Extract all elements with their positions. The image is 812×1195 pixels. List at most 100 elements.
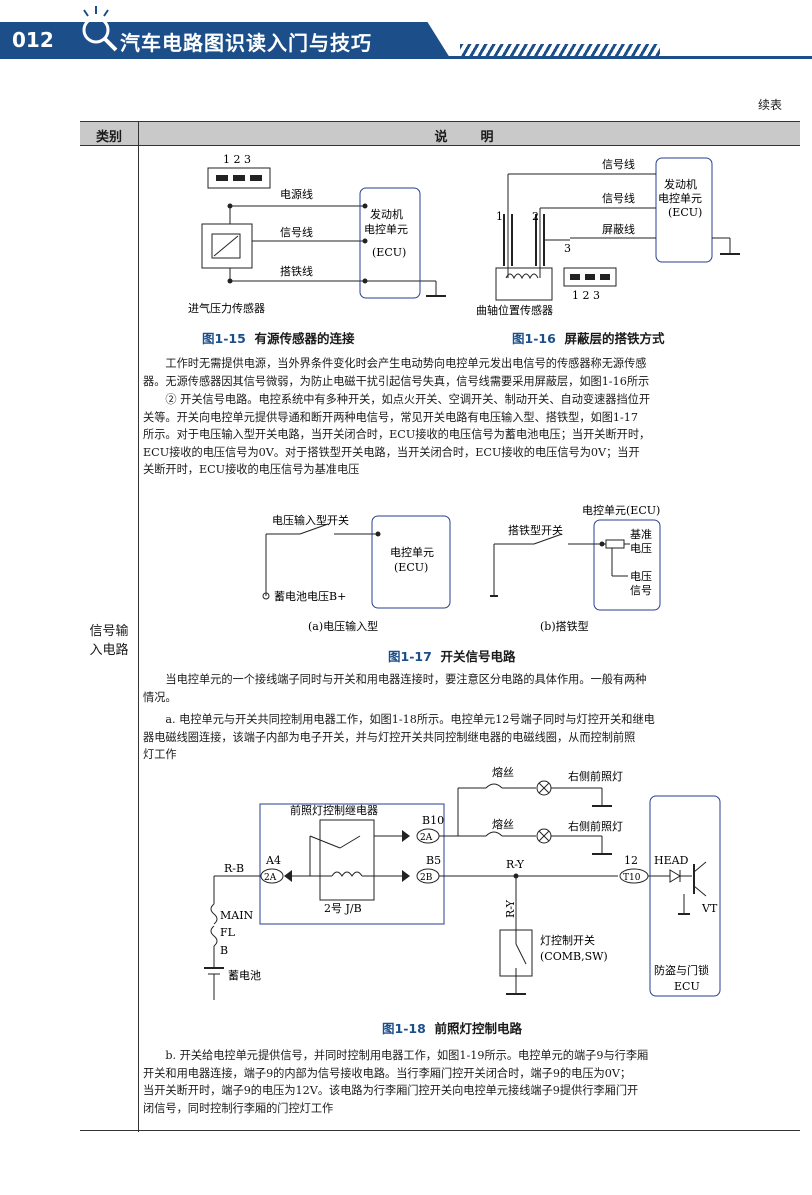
magnifier-icon (82, 6, 118, 52)
fig16-shield-wire: 屏蔽线 (602, 222, 635, 236)
paragraph-passive-sensor: 工作时无需提供电源，当外界条件变化时会产生电动势向电控单元发出电信号的传感器称无… (143, 355, 793, 373)
fig15-caption-text: 有源传感器的连接 (254, 331, 355, 346)
para5-line: 开关和用电器连接，端子9的内部为信号接收电路。当行李厢门控开关闭合时，端子9的电… (143, 1066, 632, 1080)
fig17-caption-number: 图1-17 (388, 649, 432, 664)
fig16-signal-wire1: 信号线 (602, 157, 635, 171)
paragraph-switch-signal: ② 开关信号电路。电控系统中有多种开关，如点火开关、空调开关、制动开关、自动变速… (143, 391, 793, 479)
figure-1-17: 电压输入型开关 电控单元 (ECU) 蓄电池电压B+ (a)电压输入型 电控单元… (262, 503, 661, 633)
fig18-b5-label: B5 (426, 854, 441, 867)
fig16-ecu-line3: (ECU) (668, 206, 702, 219)
column-header-description: 说 明 (434, 130, 504, 145)
fig16-label-2: 2 (532, 210, 539, 223)
paragraph-case-b: b. 开关给电控单元提供信号，并同时控制用电器工作，如图1-19所示。电控单元的… (143, 1047, 793, 1117)
para5-line: 闭信号，同时控制行李厢的门控灯工作 (143, 1101, 334, 1115)
fig15-caption-number: 图1-15 (202, 331, 246, 346)
fig18-ecu-line2: ECU (674, 980, 700, 993)
fig18-ecu-line1: 防盗与门锁 (654, 963, 709, 977)
fig18-ry-vertical-label: R-Y (504, 899, 517, 918)
category-cell: 信号输 入电路 (80, 622, 138, 660)
fig17b-sig-line1: 电压 (630, 570, 652, 583)
fig17-caption-text: 开关信号电路 (440, 649, 516, 664)
fig17a-battery-label: 蓄电池电压B+ (274, 590, 346, 603)
fig18-fuse1-label: 熔丝 (492, 765, 514, 779)
fig18-switch-label2: (COMB,SW) (540, 950, 608, 963)
fig15-ground-wire-label: 搭铁线 (280, 264, 313, 278)
fig17b-ecu-box (593, 519, 661, 611)
fig18-ry-label: R-Y (506, 858, 525, 871)
content-table: 类别 说 明 信号输 入电路 (80, 121, 800, 1132)
table-header: 类别 说 明 (80, 122, 800, 146)
figure-1-15-1-16: 1 2 3 电源线 信号线 搭铁线 发动机 电控单元 (ECU) 进气压力传感器… (188, 153, 740, 317)
fig16-ecu-line1: 发动机 (664, 177, 697, 191)
fig17b-ref-line1: 基准 (630, 528, 652, 541)
fig18-b10-pin: 2A (420, 833, 433, 843)
fig18-rb-label: R-B (224, 862, 244, 875)
para3-line: 情况。 (143, 690, 177, 704)
para4-line: 灯工作 (143, 748, 177, 762)
fig17a-subcaption: (a)电压输入型 (308, 619, 378, 633)
fig18-relay-box (319, 819, 375, 901)
para2-line: ECU接收的电压信号为0V。对于搭铁型开关电路，当开关闭合时，ECU接收的电压信… (143, 445, 640, 459)
fig18-t12-label: 12 (624, 854, 638, 867)
fig18-caption-text: 前照灯控制电路 (434, 1021, 523, 1036)
figure-1-18: 熔丝 右侧前照灯 前照灯控制继电器 B10 2A B5 2B 熔丝 右侧前照灯 … (204, 765, 721, 1000)
continued-label: 续表 (757, 98, 782, 112)
header-band (0, 22, 450, 58)
fig18-switch-label1: 灯控制开关 (540, 933, 595, 947)
para4-line: a. 电控单元与开关共同控制用电器工作，如图1-18所示。电控单元12号端子同时… (165, 713, 655, 726)
fig16-label-1: 1 (496, 210, 503, 223)
fig17-caption: 图1-17 开关信号电路 (388, 646, 516, 665)
fig15-signal-wire-label: 信号线 (280, 225, 313, 239)
para4-line: 器电磁线圈连接，该端子内部为电子开关，并与灯控开关共同控制继电器的电磁线圈，从而… (143, 730, 636, 744)
fig18-vt-label: VT (701, 902, 718, 915)
header-rule (0, 56, 812, 59)
para1-line: 工作时无需提供电源，当外界条件变化时会产生电动势向电控单元发出电信号的传感器称无… (165, 357, 647, 370)
fig18-battery-label: 蓄电池 (228, 969, 261, 982)
fig18-b5-pin: 2B (420, 873, 433, 883)
paragraph-terminal-connection: 当电控单元的一个接线端子同时与开关和用电器连接时，要注意区分电路的具体作用。一般… (143, 671, 793, 706)
fig16-label-3: 3 (564, 242, 571, 255)
fig18-head-label: HEAD (654, 854, 689, 867)
fig18-jb-box (259, 803, 445, 925)
fig15-sensor-box (201, 223, 253, 269)
fig18-main-label: MAIN (220, 909, 254, 922)
para2-line: 关断开时，ECU接收的电压信号为基准电压 (143, 463, 360, 477)
fig15-connector (207, 167, 271, 189)
page-number: 012 (12, 28, 54, 52)
paragraph-passive-sensor-cont: 器。无源传感器因其信号微弱，为防止电磁干扰引起信号失真，信号线需要采用屏蔽层，如… (143, 373, 793, 391)
fig18-fl-label: FL (220, 926, 236, 939)
para5-line: 当开关断开时，端子9的电压为12V。该电路为行李厢门控开关向电控单元接线端子9提… (143, 1084, 639, 1098)
column-header-category: 类别 (95, 130, 122, 145)
fig18-jb-label: 2号 J/B (324, 902, 362, 915)
fig17b-sig-line2: 信号 (630, 584, 652, 597)
fig16-sensor-label: 曲轴位置传感器 (476, 303, 553, 317)
header-stripes (460, 44, 660, 56)
fig15-caption: 图1-15 有源传感器的连接 (202, 328, 355, 347)
fig15-sensor-label: 进气压力传感器 (188, 301, 265, 315)
fig18-relay-label: 前照灯控制继电器 (290, 803, 378, 817)
fig17b-ecu-title: 电控单元(ECU) (582, 503, 660, 517)
fig15-power-wire-label: 电源线 (280, 187, 313, 201)
fig17b-subcaption: (b)搭铁型 (540, 619, 589, 633)
para5-line: b. 开关给电控单元提供信号，并同时控制用电器工作，如图1-19所示。电控单元的… (165, 1049, 649, 1062)
para2-line: ② 开关信号电路。电控系统中有多种开关，如点火开关、空调开关、制动开关、自动变速… (165, 393, 651, 406)
fig18-caption-number: 图1-18 (382, 1021, 426, 1036)
fig16-caption-number: 图1-16 (512, 331, 556, 346)
page-header: 012 汽车电路图识读入门与技巧 (0, 0, 812, 60)
para1-line: 器。无源传感器因其信号微弱，为防止电磁干扰引起信号失真，信号线需要采用屏蔽层，如… (143, 375, 650, 388)
fig16-connector (563, 267, 617, 287)
fig17b-switch-label: 搭铁型开关 (508, 523, 563, 537)
fig18-fuse2-label: 熔丝 (492, 817, 514, 831)
fig15-ecu-line3: (ECU) (372, 246, 406, 259)
fig18-a4-label: A4 (265, 854, 281, 867)
paragraph-case-a: a. 电控单元与开关共同控制用电器工作，如图1-18所示。电控单元12号端子同时… (143, 711, 793, 764)
fig18-ecu-box (649, 795, 721, 997)
fig16-caption-text: 屏蔽层的搭铁方式 (564, 331, 665, 346)
fig17a-switch-label: 电压输入型开关 (272, 513, 349, 527)
book-title: 汽车电路图识读入门与技巧 (120, 31, 372, 55)
fig15-ecu-box (359, 187, 421, 299)
fig18-t10-label: T10 (623, 873, 641, 883)
para3-line: 当电控单元的一个接线端子同时与开关和用电器连接时，要注意区分电路的具体作用。一般… (165, 673, 647, 686)
fig18-b-label: B (220, 944, 228, 957)
fig16-ecu-box (655, 157, 713, 263)
